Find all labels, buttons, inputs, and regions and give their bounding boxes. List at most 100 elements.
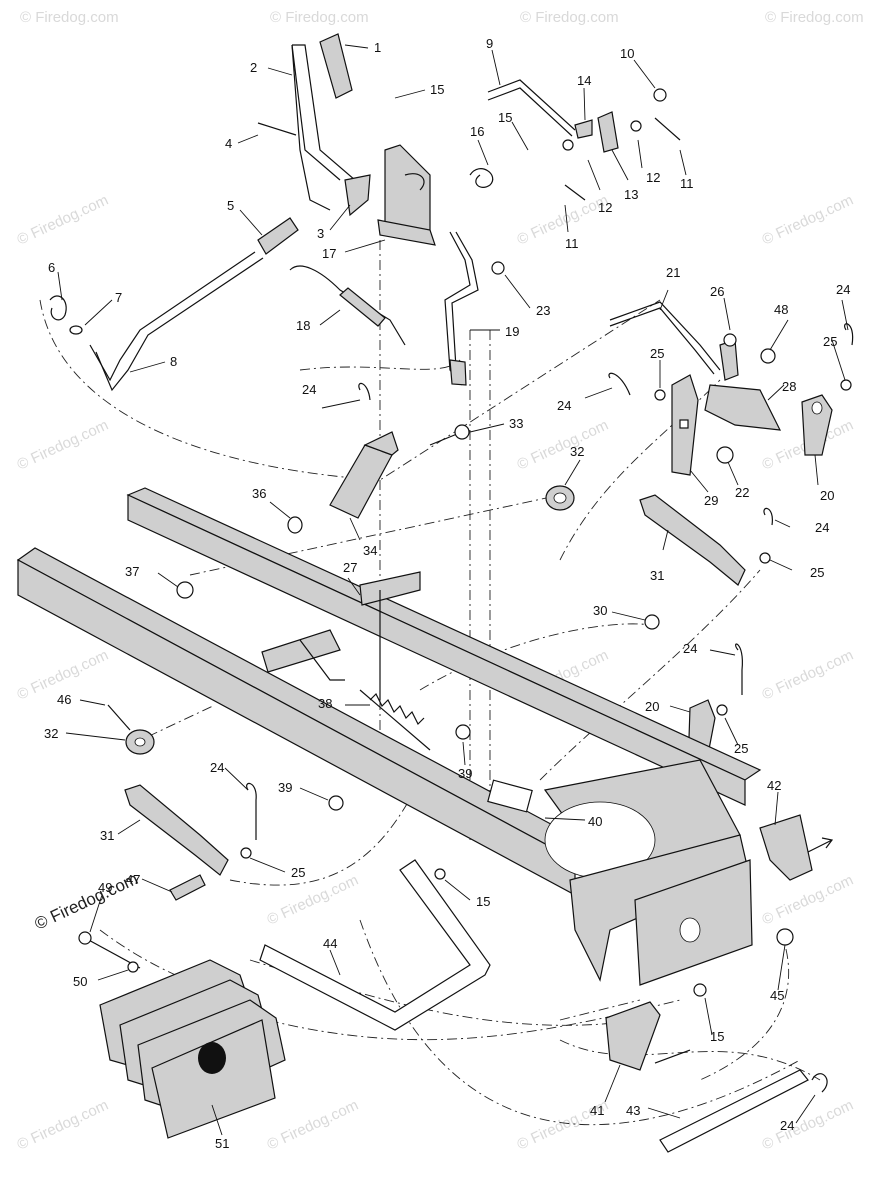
weight-hole — [198, 1042, 226, 1074]
callout-20b: 20 — [645, 699, 659, 714]
arm-31 — [639, 494, 746, 586]
callout-23: 23 — [536, 303, 550, 318]
callout-51: 51 — [215, 1136, 229, 1151]
callout-34: 34 — [363, 543, 377, 558]
callout-42: 42 — [767, 778, 781, 793]
callout-13: 13 — [624, 187, 638, 202]
callout-40: 40 — [588, 814, 602, 829]
callout-7: 7 — [115, 290, 122, 305]
bracket-28 — [704, 384, 782, 431]
callout-10: 10 — [620, 46, 634, 61]
callout-17: 17 — [322, 246, 336, 261]
washer-23 — [491, 261, 505, 275]
bracket-40 — [487, 779, 533, 813]
frame-hardware — [328, 689, 471, 811]
callout-9: 9 — [486, 36, 493, 51]
callout-32b: 32 — [44, 726, 58, 741]
callout-19: 19 — [505, 324, 519, 339]
callout-24b: 24 — [302, 382, 316, 397]
callout-11a: 11 — [680, 176, 694, 191]
leader-lines — [57, 44, 849, 1136]
arm-31-left — [124, 784, 229, 876]
callout-39b: 39 — [278, 780, 292, 795]
callout-14: 14 — [577, 73, 591, 88]
watermark: © Firedog.com — [760, 872, 857, 929]
callout-24g: 24 — [780, 1118, 794, 1133]
watermark: © Firedog.com — [270, 9, 369, 26]
callout-49: 49 — [98, 880, 112, 895]
watermark: © Firedog.com — [265, 872, 362, 929]
callout-31b: 31 — [100, 828, 114, 843]
callout-24a: 24 — [836, 282, 850, 297]
watermark-main: © Firedog.com — [32, 869, 141, 933]
callout-15a: 15 — [430, 82, 444, 97]
callout-41: 41 — [590, 1103, 604, 1118]
watermark: © Firedog.com — [15, 192, 112, 249]
callout-15c: 15 — [476, 894, 490, 909]
callout-12b: 12 — [598, 200, 612, 215]
callout-45: 45 — [770, 988, 784, 1003]
nut-37 — [176, 581, 194, 599]
front-bracket — [176, 382, 470, 599]
washer-50 — [127, 961, 139, 973]
callout-25c: 25 — [810, 565, 824, 580]
bolt-4 — [257, 122, 297, 136]
callout-5: 5 — [227, 198, 234, 213]
callout-21: 21 — [666, 265, 680, 280]
bolt-15 — [434, 868, 446, 880]
watermark: © Firedog.com — [515, 417, 612, 474]
callout-25e: 25 — [291, 865, 305, 880]
reference-lines — [39, 240, 821, 1126]
bracket-34 — [329, 444, 393, 519]
callout-39a: 39 — [458, 766, 472, 781]
rod-21 — [609, 301, 721, 375]
callout-24d: 24 — [815, 520, 829, 535]
callout-11b: 11 — [565, 236, 579, 251]
callout-6: 6 — [48, 260, 55, 275]
pin-46 — [107, 704, 131, 731]
callout-12a: 12 — [646, 170, 660, 185]
axle-bracket-27 — [359, 571, 421, 606]
nut-45 — [776, 928, 794, 946]
wheel-weights — [78, 931, 286, 1139]
spring-6 — [49, 295, 67, 321]
nut-39 — [455, 724, 471, 740]
rear-hardware — [605, 814, 834, 1153]
callout-labels: 1 2 3 4 5 6 7 8 9 10 11 11 12 12 13 14 1… — [44, 36, 850, 1151]
callout-29: 29 — [704, 493, 718, 508]
callout-28: 28 — [782, 379, 796, 394]
watermark: © Firedog.com — [15, 1097, 112, 1154]
callout-44: 44 — [323, 936, 337, 951]
watermark: © Firedog.com — [765, 9, 864, 26]
right-linkage — [608, 301, 854, 526]
watermark: © Firedog.com — [760, 647, 857, 704]
bracket-42 — [759, 814, 813, 881]
spring-16 — [469, 168, 494, 188]
bracket-assembly — [377, 79, 681, 246]
lever-bracket — [344, 174, 371, 217]
washer-7 — [69, 325, 83, 335]
callout-31a: 31 — [650, 568, 664, 583]
link-20 — [801, 394, 833, 456]
callout-20a: 20 — [820, 488, 834, 503]
stud-47 — [169, 874, 206, 901]
lift-lever-assembly — [257, 33, 371, 217]
frame-rail-right — [126, 487, 762, 781]
callout-47: 47 — [126, 872, 140, 887]
plate-13 — [597, 111, 619, 153]
callout-22: 22 — [735, 485, 749, 500]
callout-25d: 25 — [734, 741, 748, 756]
callout-8: 8 — [170, 354, 177, 369]
nut-39-left — [328, 795, 344, 811]
nut-48 — [760, 348, 776, 364]
watermark: © Firedog.com — [515, 192, 612, 249]
callout-33: 33 — [509, 416, 523, 431]
callout-27: 27 — [343, 560, 357, 575]
callout-24c: 24 — [557, 398, 571, 413]
drawbar-assembly — [259, 859, 491, 1031]
watermark: © Firedog.com — [20, 9, 119, 26]
callout-32a: 32 — [570, 444, 584, 459]
rod-9 — [487, 79, 576, 137]
callout-24f: 24 — [210, 760, 224, 775]
